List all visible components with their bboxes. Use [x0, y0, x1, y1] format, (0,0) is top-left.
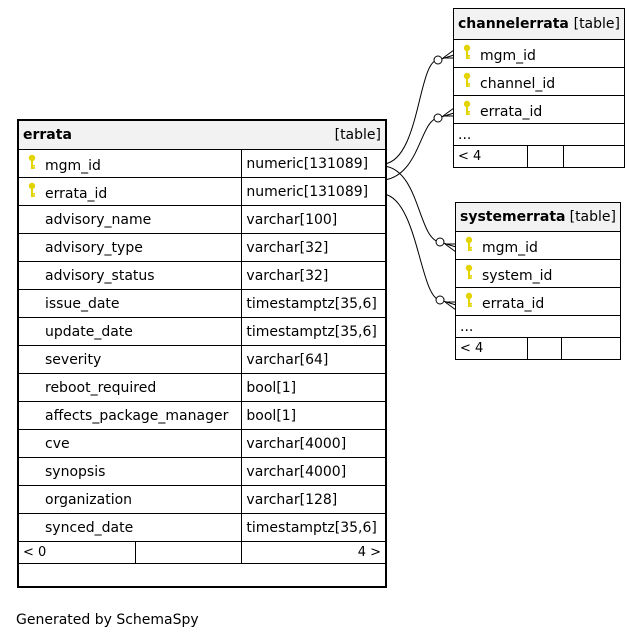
optional-marker — [433, 113, 443, 123]
column-row: reboot_required bool[1] — [17, 373, 386, 402]
column-row: errata_id numeric[131089] — [17, 177, 386, 206]
column-row: synced_date timestamptz[35,6] — [17, 513, 386, 542]
column-name: mgm_id — [45, 157, 101, 174]
column-row: channel_id — [453, 67, 625, 96]
column-name: issue_date — [45, 295, 120, 312]
table-header: systemerrata [table] — [455, 202, 621, 232]
column-type: varchar[4000] — [241, 429, 386, 458]
parents-count: < 0 — [17, 541, 137, 564]
column-name: errata_id — [45, 185, 108, 202]
table-name: systemerrata — [460, 209, 566, 225]
key-icon — [458, 44, 476, 64]
column-row: mgm_id — [455, 231, 621, 260]
column-type: varchar[64] — [241, 345, 386, 374]
link-mgm-channelerrata — [383, 54, 455, 165]
column-row: errata_id — [453, 95, 625, 124]
column-row: mgm_id — [453, 39, 625, 68]
column-row: cve varchar[4000] — [17, 429, 386, 458]
generator-caption: Generated by SchemaSpy — [16, 612, 199, 628]
parents-count: < 4 — [453, 145, 528, 168]
table-header: channelerrata [table] — [453, 8, 625, 40]
column-row: advisory_name varchar[100] — [17, 205, 386, 234]
column-row: advisory_type varchar[32] — [17, 233, 386, 262]
column-type: timestamptz[35,6] — [241, 317, 386, 346]
key-icon — [460, 236, 478, 256]
column-name: errata_id — [482, 295, 545, 312]
table-kind: [table] — [334, 127, 381, 143]
key-icon — [460, 264, 478, 284]
column-type: bool[1] — [241, 401, 386, 430]
column-name: affects_package_manager — [45, 407, 229, 424]
column-name: synopsis — [45, 463, 106, 480]
table-name: errata — [23, 127, 72, 143]
column-type: varchar[32] — [241, 233, 386, 262]
column-row: system_id — [455, 259, 621, 288]
link-mgm-systemerrata — [383, 165, 457, 248]
column-row: mgm_id numeric[131089] — [17, 149, 386, 178]
more-columns: ... — [453, 123, 625, 146]
key-icon — [460, 292, 478, 312]
key-icon — [458, 100, 476, 120]
column-name: reboot_required — [45, 379, 157, 396]
column-type: timestamptz[35,6] — [241, 513, 386, 542]
column-row: advisory_status varchar[32] — [17, 261, 386, 290]
key-icon — [23, 182, 41, 202]
column-row: severity varchar[64] — [17, 345, 386, 374]
column-type: numeric[131089] — [241, 149, 386, 178]
column-row: issue_date timestamptz[35,6] — [17, 289, 386, 318]
column-type: bool[1] — [241, 373, 386, 402]
table-footer: < 4 — [453, 145, 625, 168]
column-name: mgm_id — [482, 239, 538, 256]
column-row: update_date timestamptz[35,6] — [17, 317, 386, 346]
column-name: errata_id — [480, 103, 543, 120]
column-row: errata_id — [455, 287, 621, 316]
optional-marker — [433, 55, 443, 65]
column-name: cve — [45, 435, 70, 452]
parents-count: < 4 — [455, 337, 528, 360]
column-name: organization — [45, 491, 133, 508]
table-kind: [table] — [573, 16, 620, 32]
column-name: advisory_name — [45, 211, 152, 228]
column-name: severity — [45, 351, 102, 368]
column-name: channel_id — [480, 75, 556, 92]
key-icon — [458, 72, 476, 92]
column-name: synced_date — [45, 519, 134, 536]
link-errata-systemerrata — [383, 193, 457, 306]
optional-marker — [435, 295, 445, 305]
column-type: varchar[32] — [241, 261, 386, 290]
column-name: mgm_id — [480, 47, 536, 64]
column-type: timestamptz[35,6] — [241, 289, 386, 318]
table-name: channelerrata — [458, 16, 569, 32]
children-count: 4 > — [241, 541, 386, 564]
column-row: synopsis varchar[4000] — [17, 457, 386, 486]
column-name: update_date — [45, 323, 133, 340]
more-columns: ... — [455, 315, 621, 338]
column-type: numeric[131089] — [241, 177, 386, 206]
key-icon — [23, 154, 41, 174]
table-footer: < 0 4 > — [17, 541, 386, 564]
table-kind: [table] — [569, 209, 616, 225]
column-name: advisory_status — [45, 267, 155, 284]
column-type: varchar[100] — [241, 205, 386, 234]
column-type: varchar[4000] — [241, 457, 386, 486]
table-footer: < 4 — [455, 337, 621, 360]
column-name: advisory_type — [45, 239, 143, 256]
table-header: errata [table] — [18, 120, 386, 150]
optional-marker — [435, 237, 445, 247]
column-row: organization varchar[128] — [17, 485, 386, 514]
column-type: varchar[128] — [241, 485, 386, 514]
column-name: system_id — [482, 267, 553, 284]
column-row: affects_package_manager bool[1] — [17, 401, 386, 430]
